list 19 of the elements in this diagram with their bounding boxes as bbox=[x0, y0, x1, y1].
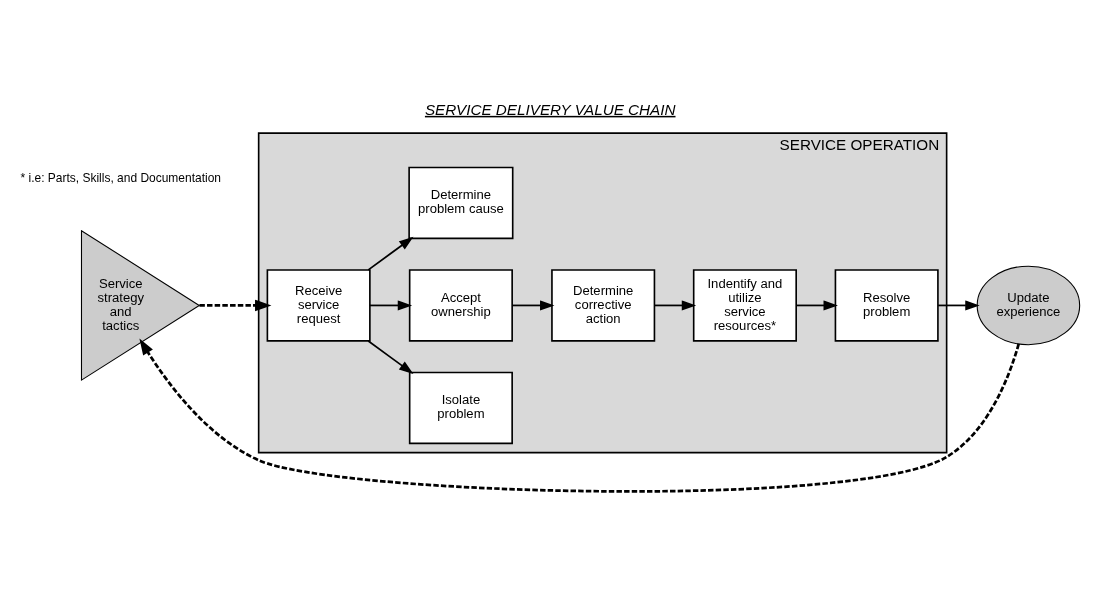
arrow bbox=[653, 299, 697, 310]
node-box: Determine corrective action bbox=[551, 268, 656, 342]
node-box: Receive service request bbox=[266, 268, 371, 342]
arrow bbox=[511, 299, 555, 310]
arrow bbox=[139, 338, 1020, 493]
node-box: Indentify and utilize service resources* bbox=[692, 268, 797, 342]
arrow bbox=[367, 236, 414, 271]
arrow bbox=[795, 299, 838, 310]
arrow bbox=[199, 299, 272, 311]
node-box: Determine problem cause bbox=[408, 166, 514, 239]
node-box: Isolate problem bbox=[408, 371, 513, 444]
node-box: Resolve problem bbox=[834, 268, 939, 342]
label: * i.e: Parts, Skills, and Documentation bbox=[20, 170, 221, 185]
diagram-title: SERVICE DELIVERY VALUE CHAIN bbox=[424, 100, 676, 118]
arrow bbox=[367, 339, 414, 374]
node-ellipse: Update experience bbox=[976, 265, 1081, 345]
node-box: Accept ownership bbox=[408, 268, 513, 342]
arrow bbox=[937, 299, 980, 310]
arrow bbox=[369, 299, 413, 310]
